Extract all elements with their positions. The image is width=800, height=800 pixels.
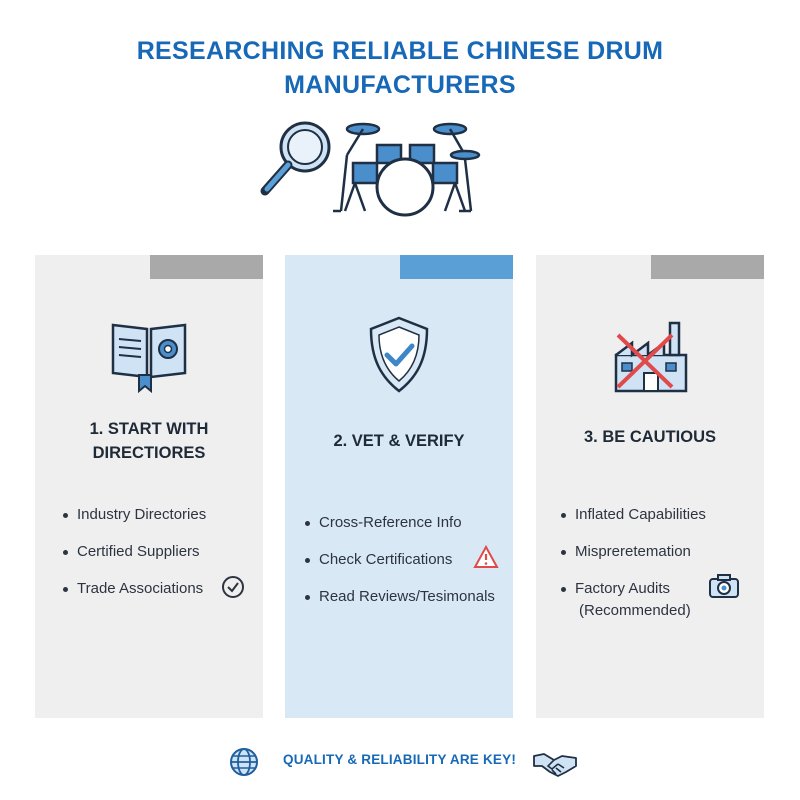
drum-kit-icon (333, 122, 481, 217)
card-tab (651, 255, 764, 279)
warning-triangle-icon (473, 545, 499, 568)
magnifier-icon (260, 121, 331, 196)
card-title-line-1: 2. VET & VERIFY (333, 432, 465, 450)
handshake-icon (533, 753, 577, 777)
shield-check-icon (369, 316, 429, 393)
list-item: Read Reviews/Tesimonals (305, 586, 505, 608)
list-item: Cross-Reference Info (305, 512, 505, 534)
camera-icon (709, 574, 739, 598)
list-item: Mispreretemation (561, 541, 761, 563)
list-item: Check Certifications (305, 549, 505, 571)
card-vet-verify: 2. VET & VERIFY Cross-Reference Info Che… (285, 255, 513, 718)
footer-text: QUALITY & RELIABILITY ARE KEY! (283, 752, 517, 767)
card-be-cautious: 3. BE CAUTIOUS Inflated Capabilities Mis… (536, 255, 764, 718)
card-title: 1. START WITH DIRECTIORES (35, 417, 263, 465)
globe-icon (230, 748, 258, 776)
card-list: Cross-Reference Info Check Certification… (305, 512, 505, 608)
footer: QUALITY & RELIABILITY ARE KEY! (0, 744, 800, 780)
page-title: RESEARCHING RELIABLE CHINESE DRUM MANUFA… (0, 34, 800, 102)
directory-book-gear-icon (111, 323, 187, 394)
card-list: Industry Directories Certified Suppliers… (63, 504, 263, 600)
list-item-note: (Recommended) (579, 602, 691, 619)
list-item: Industry Directories (63, 504, 263, 526)
card-tab (400, 255, 513, 279)
card-title-line-2: DIRECTIORES (92, 444, 206, 462)
check-circle-icon (222, 576, 244, 598)
page-title-line-1: RESEARCHING RELIABLE CHINESE DRUM (136, 37, 664, 65)
hero-illustration (260, 121, 481, 217)
card-directories: 1. START WITH DIRECTIORES Industry Direc… (35, 255, 263, 718)
card-list: Inflated Capabilities Mispreretemation F… (561, 504, 761, 600)
card-title: 2. VET & VERIFY (285, 429, 513, 453)
list-item: Certified Suppliers (63, 541, 263, 563)
card-tab (150, 255, 263, 279)
crossed-factory-icon (614, 321, 688, 393)
list-item: Inflated Capabilities (561, 504, 761, 526)
list-item: Trade Associations (63, 578, 263, 600)
card-title-line-1: 1. START WITH (89, 420, 209, 438)
list-item: Factory Audits (561, 578, 761, 600)
card-title-line-1: 3. BE CAUTIOUS (583, 428, 717, 446)
card-title: 3. BE CAUTIOUS (536, 425, 764, 449)
page-title-line-2: MANUFACTURERS (284, 71, 516, 99)
